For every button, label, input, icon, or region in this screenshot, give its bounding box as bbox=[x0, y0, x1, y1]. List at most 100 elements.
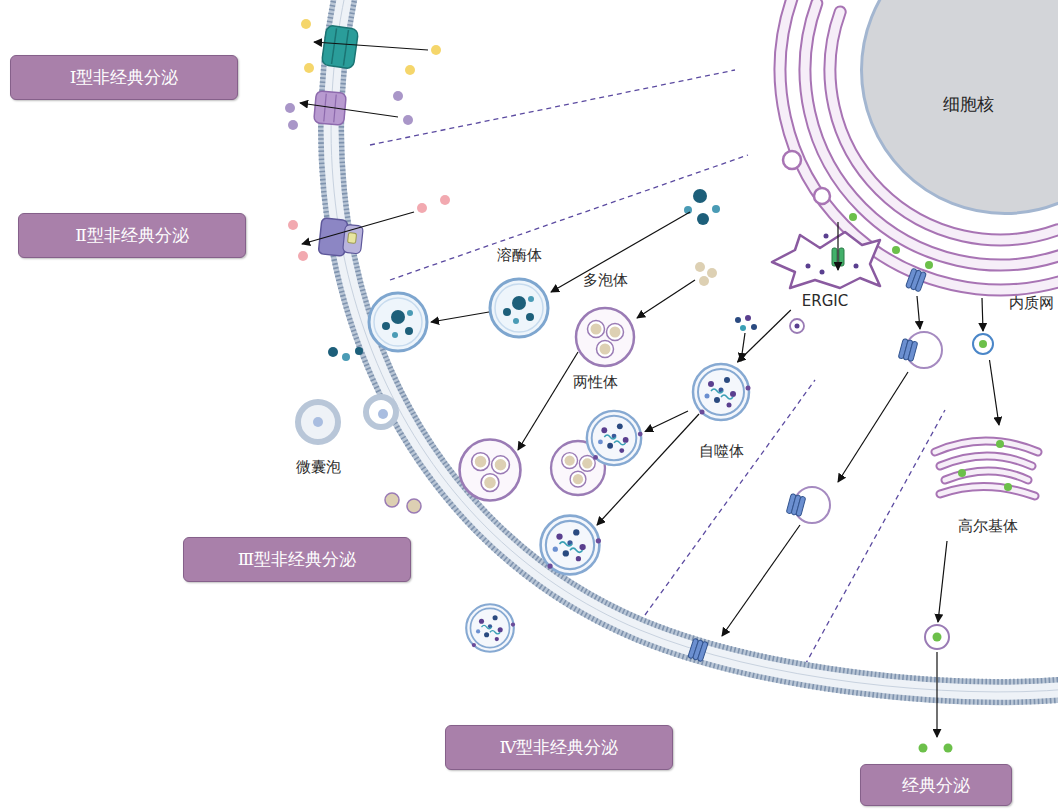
green-cargo bbox=[849, 213, 857, 221]
pathway-arrows bbox=[300, 42, 983, 737]
mvb-cargo bbox=[707, 268, 717, 278]
ergic-compartment bbox=[772, 232, 880, 288]
mvb-node: 多泡体 bbox=[570, 271, 640, 371]
arrow bbox=[722, 525, 800, 636]
transporter-line bbox=[332, 28, 337, 64]
ergic-cargo bbox=[824, 234, 829, 239]
pathway-connector bbox=[990, 360, 1000, 425]
ergic-vesicle-cargo bbox=[795, 324, 800, 329]
mvb-cargo bbox=[695, 262, 705, 272]
mvb-cargo bbox=[699, 276, 709, 286]
transporter-body bbox=[321, 25, 358, 69]
golgi-lumen bbox=[940, 456, 1032, 466]
green-cargo bbox=[933, 633, 942, 642]
autophagosome-node: 自噬体 bbox=[688, 362, 754, 460]
exosome bbox=[385, 493, 399, 507]
organelle-label: 微囊泡 bbox=[296, 458, 341, 476]
golgi-lumen bbox=[935, 441, 1038, 452]
type-four-path bbox=[688, 268, 942, 662]
organelle-label: 高尔基体 bbox=[958, 517, 1018, 535]
pore-line bbox=[324, 94, 326, 122]
arrow bbox=[518, 352, 578, 450]
cargo-dot bbox=[405, 65, 415, 75]
lysosome-cargo bbox=[693, 189, 707, 203]
golgi-lumen bbox=[940, 486, 1035, 496]
pathway-tag: Ⅳ型非经典分泌 bbox=[445, 725, 673, 770]
autophagy-cargo bbox=[735, 317, 741, 323]
abc-transporter bbox=[321, 25, 358, 69]
membrane-heads bbox=[331, 0, 1058, 692]
ergic-channel bbox=[832, 248, 837, 266]
arrow bbox=[314, 42, 428, 50]
arrow bbox=[637, 280, 695, 318]
arrow bbox=[982, 298, 983, 331]
cargo-dot bbox=[285, 103, 295, 113]
divider-line bbox=[370, 70, 735, 145]
cargo-dot bbox=[298, 251, 308, 261]
ergic-channel bbox=[839, 248, 844, 266]
type-two-channel bbox=[288, 195, 450, 261]
fused-lysosome bbox=[369, 293, 427, 351]
pore-body bbox=[314, 91, 347, 125]
autophagy-cargo bbox=[745, 315, 751, 321]
ergic-node: ERGIC bbox=[768, 228, 882, 310]
lysosome-cargo bbox=[712, 205, 720, 213]
membrane-band bbox=[331, 0, 1058, 692]
lysosome bbox=[490, 279, 548, 337]
organelle-label: 溶酶体 bbox=[497, 246, 542, 264]
cargo-dot bbox=[301, 19, 311, 29]
golgi-node: 高尔基体 bbox=[930, 425, 1045, 535]
secreted-protein bbox=[919, 744, 928, 753]
microvesicle-node: 微囊泡 bbox=[283, 400, 353, 476]
arrow bbox=[431, 312, 489, 322]
ergic-cargo bbox=[854, 264, 859, 269]
golgi-cisterna bbox=[935, 441, 1038, 452]
arrow bbox=[917, 296, 920, 329]
green-cargo bbox=[996, 440, 1004, 448]
green-cargo bbox=[958, 469, 966, 477]
pathway-label: Ⅲ型非经典分泌 bbox=[238, 548, 356, 571]
arrow bbox=[302, 212, 414, 244]
microvesicle bbox=[298, 402, 338, 442]
er-vesicle bbox=[973, 334, 993, 354]
arrow bbox=[838, 372, 908, 482]
pathway-tag: Ⅲ型非经典分泌 bbox=[183, 537, 411, 582]
green-cargo bbox=[979, 340, 987, 348]
green-cargo bbox=[1004, 483, 1012, 491]
arrow bbox=[551, 212, 690, 292]
pathway-label: Ⅰ型非经典分泌 bbox=[70, 66, 179, 89]
autophagosome bbox=[693, 364, 751, 420]
released-autophagosome bbox=[466, 604, 515, 652]
amphisome-node: 两性体 bbox=[545, 373, 645, 503]
organelle-label: 两性体 bbox=[573, 373, 618, 391]
budding-cargo bbox=[378, 409, 388, 419]
autophagy-cargo bbox=[751, 324, 757, 330]
organelle-label: ERGIC bbox=[802, 292, 848, 310]
organelle-label: 自噬体 bbox=[699, 442, 744, 460]
pore-protein bbox=[314, 91, 347, 125]
cargo-dot bbox=[403, 115, 413, 125]
fused-autophagosome bbox=[541, 516, 601, 575]
golgi-apparatus bbox=[935, 440, 1038, 496]
exosome bbox=[407, 499, 421, 513]
type-one-transporters bbox=[285, 19, 441, 130]
secreted-protein bbox=[944, 744, 953, 753]
lysosome-cargo bbox=[697, 213, 709, 225]
cargo-dot bbox=[288, 220, 298, 230]
microvesicle-cargo bbox=[313, 417, 323, 427]
vesicle-receptor bbox=[786, 493, 806, 516]
membrane-core bbox=[331, 0, 1058, 692]
multivesicular-body bbox=[576, 308, 634, 366]
golgi-cisterna bbox=[940, 456, 1032, 466]
amphisome-autophagosome bbox=[587, 411, 643, 465]
cargo-dot bbox=[431, 45, 441, 55]
organelles bbox=[298, 189, 804, 652]
plasma-membrane bbox=[331, 0, 1058, 692]
divider-line bbox=[390, 155, 748, 280]
membrane-midline bbox=[331, 0, 1058, 692]
released-cargo bbox=[328, 347, 338, 357]
membrane-receptor bbox=[688, 638, 708, 662]
golgi-lumen bbox=[945, 471, 1028, 480]
